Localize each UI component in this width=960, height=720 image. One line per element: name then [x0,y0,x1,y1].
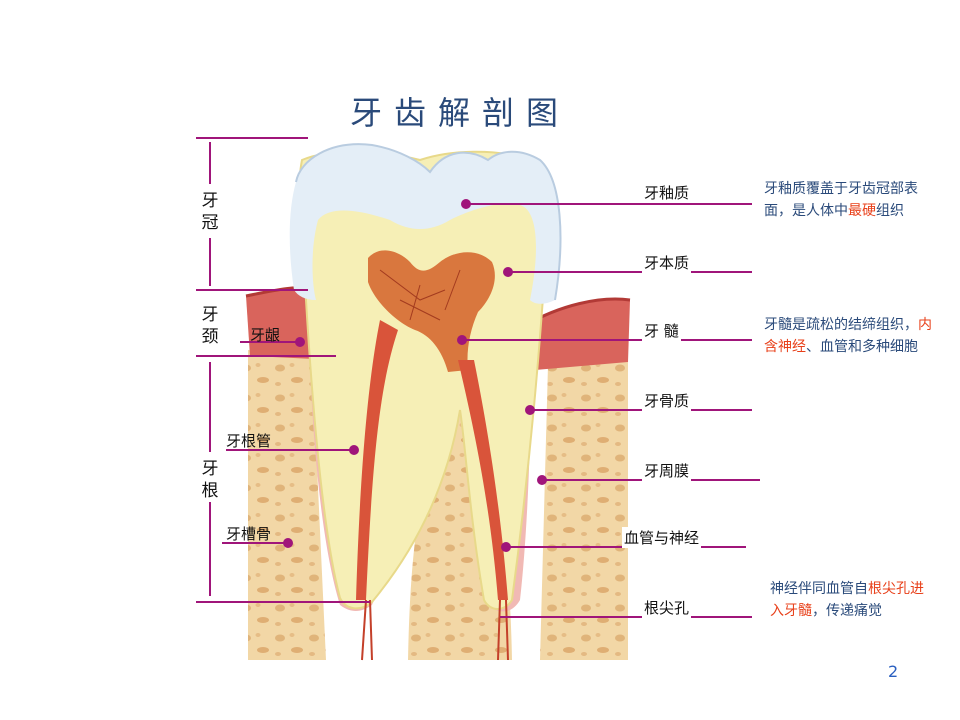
note-apex-text: 神经伴同血管自 [770,581,868,597]
label-root-canal: 牙根管 [226,432,272,450]
root-canal [458,360,508,600]
alveolar-bone [540,356,628,660]
note-apex-text-end: ，传递痛觉 [812,603,882,619]
enamel [289,144,561,304]
note-pulp-highlight: 内含神经 [764,317,932,355]
label-enamel: 牙釉质 [642,182,692,203]
note-pulp: 牙髓是疏松的结缔组织，内含神经、血管和多种细胞 [764,314,934,358]
label-alveolar-bone: 牙槽骨 [226,525,272,543]
region-label-neck: 牙颈 [201,305,219,347]
region-label-root: 牙根 [201,459,219,501]
page-number: 2 [888,662,899,681]
label-cementum: 牙骨质 [642,390,692,411]
note-pulp-text-end: 、血管和多种细胞 [806,339,918,355]
note-apex: 神经伴同血管自根尖孔进入牙髓，传递痛觉 [770,578,926,622]
note-enamel-highlight: 最硬 [848,203,876,219]
gum-tissue [520,299,630,370]
label-periodontal-membrane: 牙周膜 [642,460,692,481]
note-enamel-text: 牙釉质覆盖于牙齿冠部表面，是人体中 [764,181,918,219]
root-canal [356,320,398,600]
note-pulp-text: 牙髓是疏松的结缔组织， [764,317,918,333]
note-apex-highlight: 根尖孔进入牙髓 [770,581,924,619]
alveolar-bone [248,350,326,660]
label-gum: 牙龈 [250,326,281,344]
blood-vessels-nerves [361,599,509,661]
note-enamel-text-end: 组织 [876,203,904,219]
region-brackets [196,137,370,603]
leader-lines [222,199,760,618]
note-enamel: 牙釉质覆盖于牙齿冠部表面，是人体中最硬组织 [764,178,932,222]
region-label-crown: 牙冠 [201,191,219,233]
label-apical-foramen: 根尖孔 [642,597,692,618]
label-pulp: 牙 髓 [642,320,681,341]
page-title: 牙齿解剖图 [349,94,570,132]
label-dentin: 牙本质 [642,252,692,273]
label-vessels-nerves: 血管与神经 [622,527,702,548]
